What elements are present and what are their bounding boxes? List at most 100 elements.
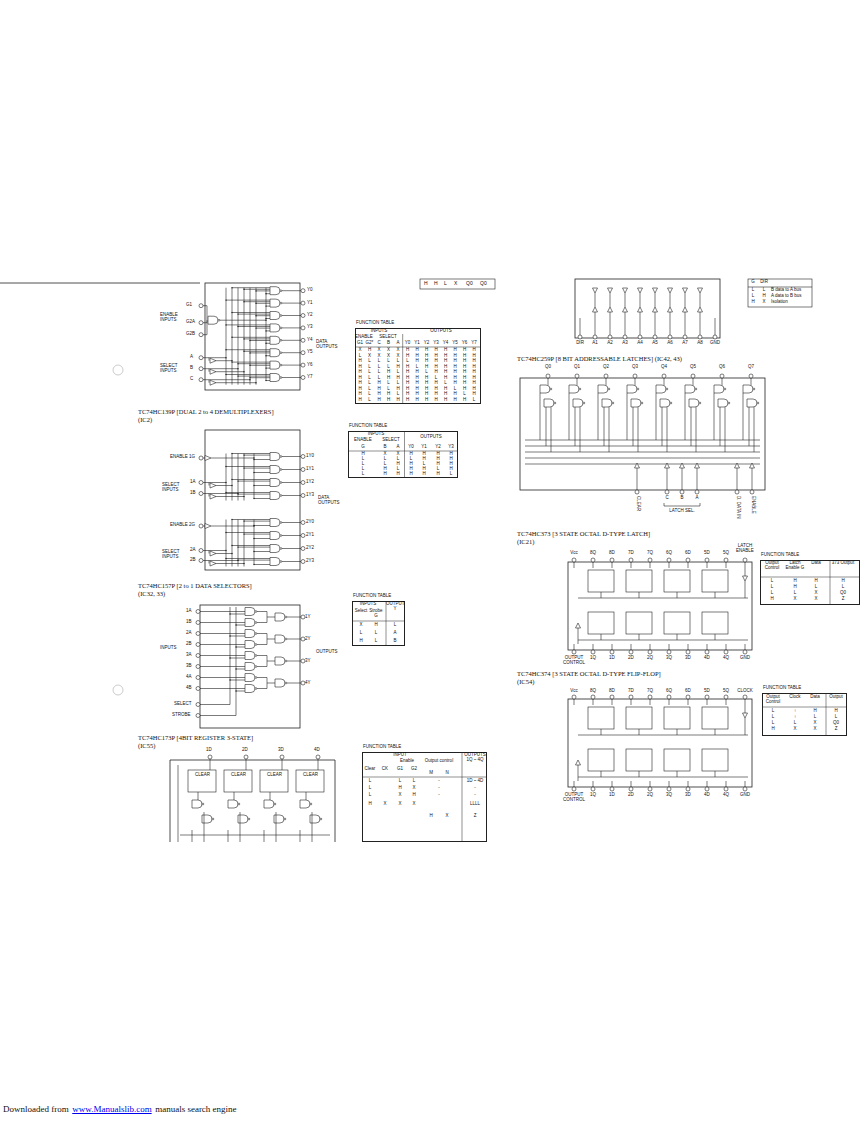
pin-circle	[301, 481, 305, 485]
outline	[575, 279, 720, 338]
table-cell: L	[364, 786, 376, 791]
pin-circle	[196, 676, 200, 680]
wire	[282, 303, 301, 304]
wire	[595, 293, 596, 307]
table-cell: Output	[827, 695, 845, 700]
wire	[216, 360, 232, 361]
table-cell: H	[441, 376, 451, 381]
buffer-symbol	[635, 463, 640, 468]
wire	[715, 592, 716, 598]
pin-circle	[202, 803, 204, 805]
table-cell: Clear	[363, 767, 377, 772]
table-cell: H	[469, 381, 479, 386]
wire	[266, 343, 270, 344]
table-cell: H	[412, 381, 422, 386]
junction-dot	[255, 303, 256, 304]
pin-label: Q7	[745, 365, 757, 370]
pin-circle	[686, 787, 690, 791]
junction-dot	[243, 454, 244, 455]
wire	[203, 334, 207, 335]
table-cell: H	[422, 348, 432, 353]
table-cell: H	[403, 370, 413, 375]
pin-circle	[285, 638, 287, 640]
pin-label: 2Y	[305, 637, 311, 642]
table-cell: H	[355, 359, 365, 364]
table-cell: L	[766, 591, 778, 596]
junction-dot	[237, 560, 238, 561]
table-cell: H	[412, 376, 422, 381]
pin-label: 3D	[278, 748, 284, 753]
pin-label: Q6	[716, 365, 728, 370]
table-cell: L	[450, 387, 460, 392]
wire	[715, 729, 716, 735]
pin-circle	[280, 482, 282, 484]
pin-circle	[301, 314, 305, 318]
table-cell: G2*	[365, 341, 375, 346]
wire	[236, 607, 237, 716]
junction-dot	[237, 546, 238, 547]
wire	[688, 699, 689, 705]
pin-circle	[301, 534, 305, 538]
table-cell: H	[441, 348, 451, 353]
wire	[612, 781, 613, 787]
pin-circle	[280, 352, 282, 354]
pin-label: 8D	[604, 689, 620, 694]
pin-circle	[691, 374, 695, 378]
wire	[232, 453, 270, 454]
table-cell: H	[441, 398, 451, 403]
junction-dot	[243, 371, 244, 372]
table-cell: L	[422, 370, 432, 375]
pin-circle	[113, 685, 123, 695]
table-cell: L	[357, 472, 369, 477]
pin-label: 1Y2	[306, 480, 314, 485]
wire	[0, 283, 200, 284]
wire	[209, 369, 210, 372]
pin-label: Q3	[629, 365, 641, 370]
wire	[715, 318, 716, 335]
table-cell: Clock	[787, 695, 803, 700]
pin-label: 3D	[680, 656, 696, 661]
wire	[216, 553, 232, 554]
wire	[664, 378, 665, 385]
pin-circle	[199, 456, 203, 460]
wire	[200, 704, 230, 705]
table-cell: Strobe G	[368, 609, 384, 619]
wire	[696, 407, 697, 452]
table-cell: H	[384, 398, 394, 403]
pin-label: 5Q	[718, 689, 734, 694]
wire	[226, 466, 270, 467]
table-cell: G2	[409, 767, 419, 772]
junction-dot	[231, 287, 232, 288]
table-cell: H	[403, 348, 413, 353]
pin-label: 7D	[623, 689, 639, 694]
pin-circle	[686, 558, 690, 562]
wire	[669, 562, 670, 568]
pin-label: 6Q	[661, 551, 677, 556]
nand-gate	[275, 679, 285, 687]
table-cell: L	[365, 376, 375, 381]
pin-circle	[280, 327, 282, 329]
pin-circle	[285, 682, 287, 684]
outline	[205, 430, 300, 570]
table-cell: H	[412, 348, 422, 353]
pin-circle	[199, 481, 203, 485]
wire	[234, 792, 235, 800]
wire	[236, 691, 245, 692]
table-cell: H	[432, 472, 444, 477]
table-cell: Y5	[450, 341, 460, 346]
pin-label: 2B	[186, 642, 192, 647]
wire	[226, 492, 270, 493]
junction-dot	[237, 326, 238, 327]
nand-gate	[270, 349, 280, 357]
chip-title: TC74HC157P [2 to 1 DATA SELECTORS]	[138, 582, 252, 589]
wire	[232, 288, 233, 385]
table-cell: H	[403, 392, 413, 397]
outline	[588, 707, 614, 729]
wire	[203, 493, 238, 494]
outline	[664, 749, 690, 771]
outline	[626, 612, 652, 634]
wire	[569, 393, 570, 440]
wire	[282, 340, 301, 341]
pin-circle	[608, 335, 612, 339]
outline	[568, 562, 752, 650]
